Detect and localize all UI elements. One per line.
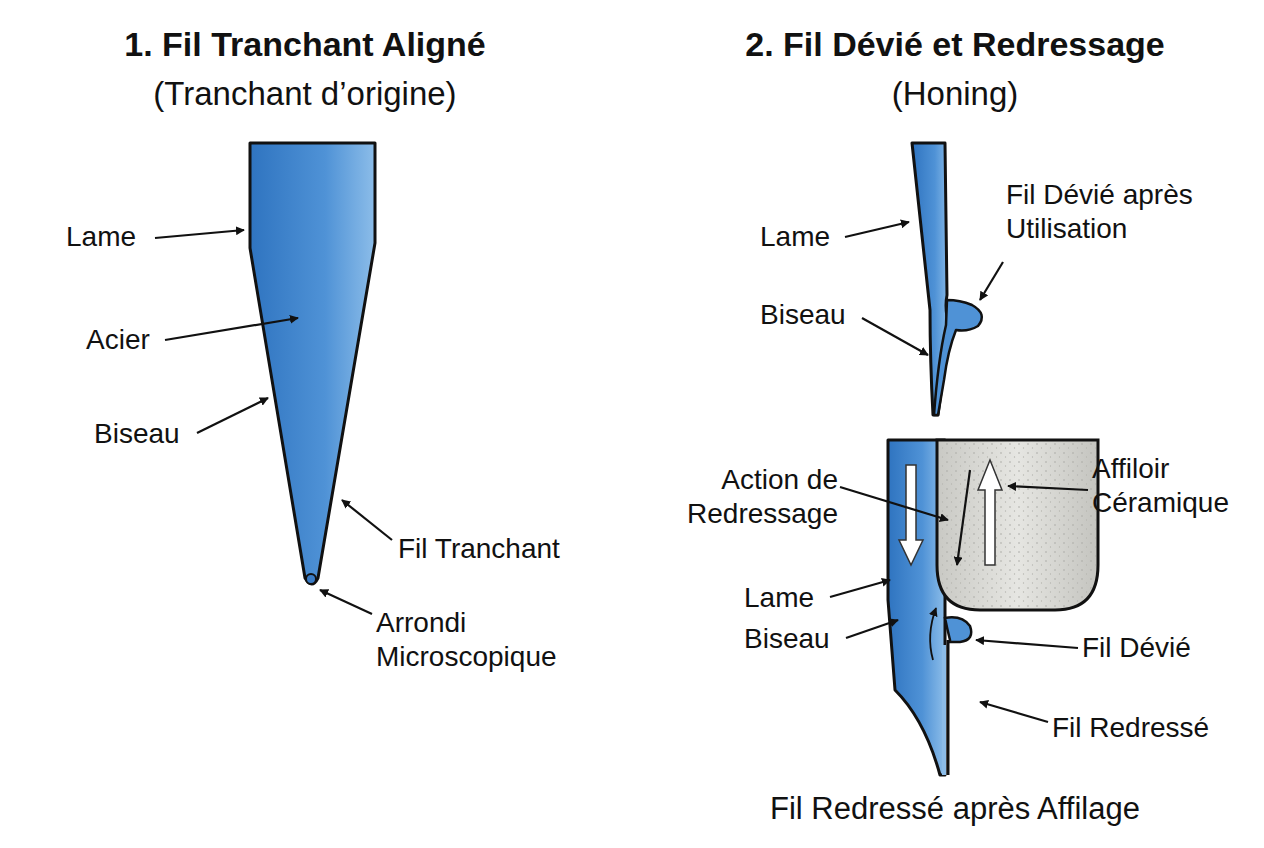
- part-label: Lame: [760, 220, 844, 254]
- part-label: Fil Dévié: [1082, 631, 1232, 665]
- deflected-edge-2: [945, 617, 971, 642]
- part-label: Fil Tranchant: [398, 532, 598, 566]
- part-label: Lame: [744, 581, 830, 615]
- part-label: Arrondi Microscopique: [376, 606, 606, 673]
- panel-heading: 1. Fil Tranchant Aligné: [25, 24, 585, 65]
- part-label: Fil Redressé: [1052, 711, 1252, 745]
- part-label: Affiloir Céramique: [1092, 452, 1257, 519]
- ceramic-rod: [937, 440, 1098, 610]
- caption: Fil Redressé après Affilage: [650, 790, 1260, 827]
- part-label: Acier: [86, 323, 164, 357]
- part-label: Biseau: [94, 417, 196, 451]
- leader-lines-2: [830, 222, 1088, 722]
- blade-1: [250, 143, 375, 584]
- part-label: Action de Redressage: [660, 463, 838, 530]
- panel-subheading: (Honing): [670, 74, 1240, 114]
- part-label: Biseau: [760, 298, 862, 332]
- part-label: Lame: [66, 220, 154, 254]
- rounded-tip: [306, 574, 316, 584]
- panel-subheading: (Tranchant d’origine): [25, 74, 585, 114]
- panel-heading: 2. Fil Dévié et Redressage: [670, 24, 1240, 65]
- part-label: Fil Dévié après Utilisation: [1006, 178, 1246, 245]
- motion-arrows: [899, 460, 1002, 660]
- deflected-edge: [934, 300, 982, 415]
- straightened-edge: [947, 640, 950, 775]
- part-label: Biseau: [744, 622, 846, 656]
- leader-lines: [155, 230, 392, 614]
